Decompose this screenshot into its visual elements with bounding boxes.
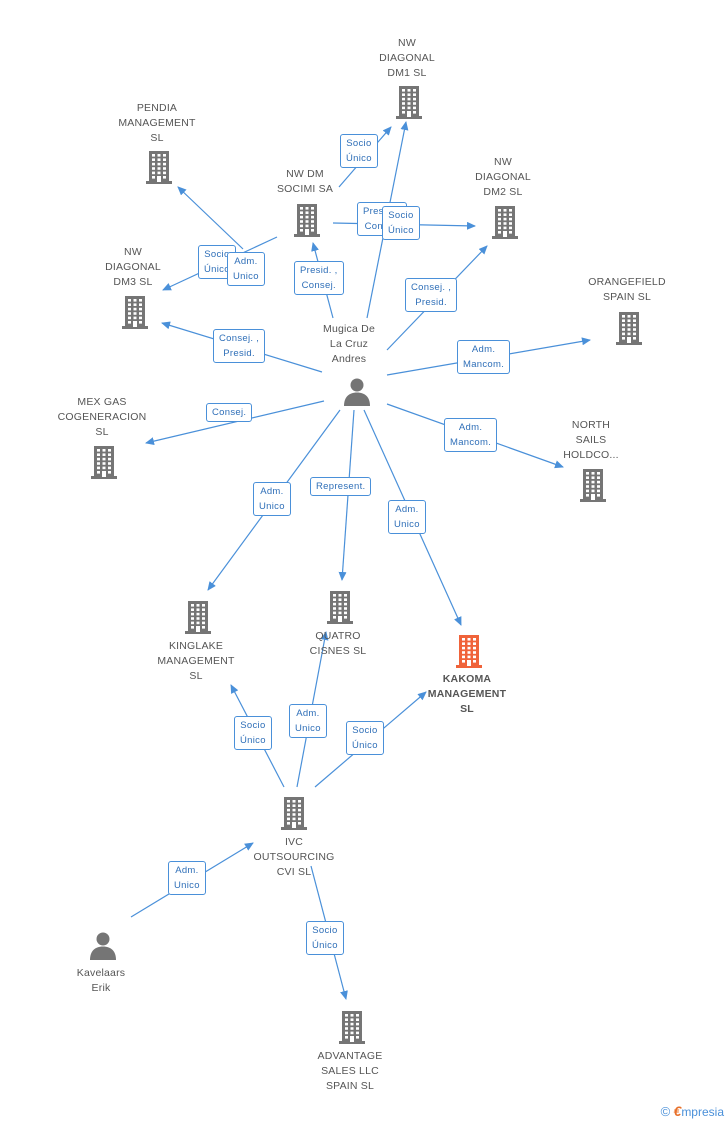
node-label-kavelaars[interactable]: Kavelaars Erik [76, 967, 126, 994]
building-icon[interactable] [580, 468, 606, 507]
edge-label: Adm. Unico [227, 252, 265, 286]
building-icon[interactable] [492, 205, 518, 244]
edge-label: Represent. [310, 477, 372, 496]
node-label-nwdm1[interactable]: NW DIAGONAL DM1 SL [379, 37, 435, 79]
node-label-mexgas[interactable]: MEX GAS COGENERACION SL [57, 396, 147, 438]
brand-name: mpresia [681, 1105, 724, 1119]
building-icon[interactable] [327, 590, 353, 629]
building-icon[interactable] [91, 445, 117, 484]
building-icon[interactable] [339, 1010, 365, 1049]
building-icon[interactable] [294, 203, 320, 242]
building-icon[interactable] [281, 796, 307, 835]
node-label-nwdm2[interactable]: NW DIAGONAL DM2 SL [475, 156, 531, 198]
empresia-logo: © €mpresia [661, 1103, 724, 1119]
building-icon[interactable] [456, 634, 482, 673]
edge-label: Presid. , Consej. [294, 261, 344, 295]
edge-label: Adm. Unico [168, 861, 206, 895]
edge-line [177, 186, 244, 250]
edge-label: Consej. , Presid. [213, 329, 266, 363]
node-label-nwdmsocimi[interactable]: NW DM SOCIMI SA [276, 168, 334, 195]
edge-label: Socio Único [346, 721, 384, 755]
edge-label: Adm. Mancom. [457, 340, 511, 374]
copyright-symbol: © [660, 1104, 671, 1119]
edge-label: Consej. [206, 403, 253, 422]
edge-label: Socio Único [234, 716, 272, 750]
node-label-advantage[interactable]: ADVANTAGE SALES LLC SPAIN SL [317, 1050, 383, 1092]
edge-label: Socio Único [340, 134, 378, 168]
node-label-kakoma[interactable]: KAKOMA MANAGEMENT SL [427, 673, 507, 715]
edge-label: Socio Único [306, 921, 344, 955]
edge-label: Adm. Unico [289, 704, 327, 738]
edge-label: Consej. , Presid. [405, 278, 458, 312]
building-icon[interactable] [396, 85, 422, 124]
node-label-orangefield[interactable]: ORANGEFIELD SPAIN SL [588, 276, 666, 303]
edge-label: Adm. Unico [388, 500, 426, 534]
edge-label: Socio Único [382, 206, 420, 240]
edge-label: Adm. Mancom. [444, 418, 498, 452]
person-icon[interactable] [88, 931, 118, 966]
building-icon[interactable] [146, 150, 172, 189]
edge-line [145, 400, 325, 446]
node-label-ivc[interactable]: IVC OUTSOURCING CVI SL [253, 836, 335, 878]
node-label-quatro[interactable]: QUATRO CISNES SL [309, 630, 367, 657]
node-label-kinglake[interactable]: KINGLAKE MANAGEMENT SL [157, 640, 235, 682]
building-icon[interactable] [185, 600, 211, 639]
edge-label: Adm. Unico [253, 482, 291, 516]
person-icon[interactable] [342, 377, 372, 412]
node-label-pendia[interactable]: PENDIA MANAGEMENT SL [118, 102, 196, 144]
building-icon[interactable] [616, 311, 642, 350]
node-label-mugica[interactable]: Mugica De La Cruz Andres [323, 323, 375, 365]
node-label-northsails[interactable]: NORTH SAILS HOLDCO... [563, 419, 619, 461]
brand-e: € [673, 1103, 682, 1119]
node-label-nwdm3[interactable]: NW DIAGONAL DM3 SL [105, 246, 161, 288]
building-icon[interactable] [122, 295, 148, 334]
